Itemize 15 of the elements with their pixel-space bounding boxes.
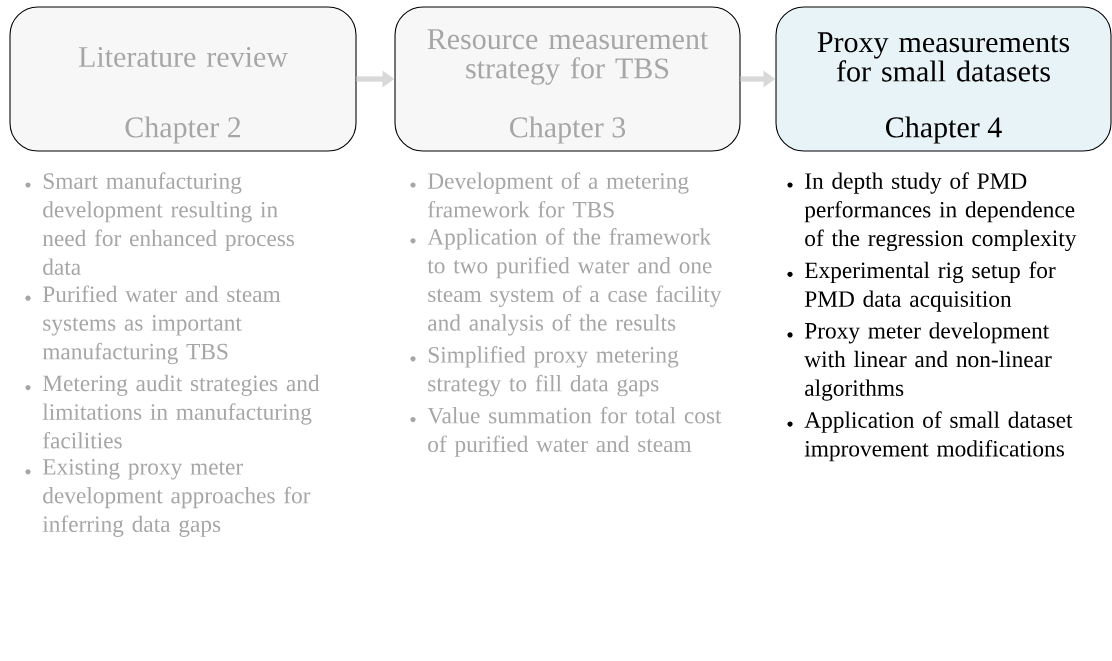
bullet-item: Existing proxy meter development approaches for inferring data gaps	[25, 459, 311, 537]
bullet-item: Smart manufacturing development resulting in need for enhanced process data	[25, 172, 295, 275]
bullet-item: Experimental rig setup for PMD data acquisition	[787, 261, 1056, 312]
chapter-box: Resource measurement strategy for TBS Chapter 3	[394, 6, 741, 152]
bullet-item: In depth study of PMD performances in dependence of the regression complexity	[787, 172, 1077, 252]
chapter-box: Proxy measurements for small datasets Chapter 4	[775, 6, 1112, 152]
bullet-item: Purified water and steam systems as important manufacturing TBS	[25, 285, 281, 365]
bullet-item: Simplified proxy metering strategy to fill data gaps	[410, 346, 679, 397]
bullet-item: Value summation for total cost of purified water and steam	[410, 406, 722, 457]
bullet-item: Metering audit strategies and limitations in manufacturing facilities	[25, 374, 320, 449]
bullet-item: Application of small dataset improvement modifications	[787, 411, 1073, 462]
bullet-item: Development of a metering framework for TBS	[410, 172, 689, 218]
chapter-box: Literature review Chapter 2	[9, 6, 357, 152]
bullet-item: Application of the framework to two purified water and one steam system of a case facility and analysis of the results	[410, 228, 722, 336]
bullet-item: Proxy meter development with linear and non-linear algorithms	[787, 322, 1052, 401]
